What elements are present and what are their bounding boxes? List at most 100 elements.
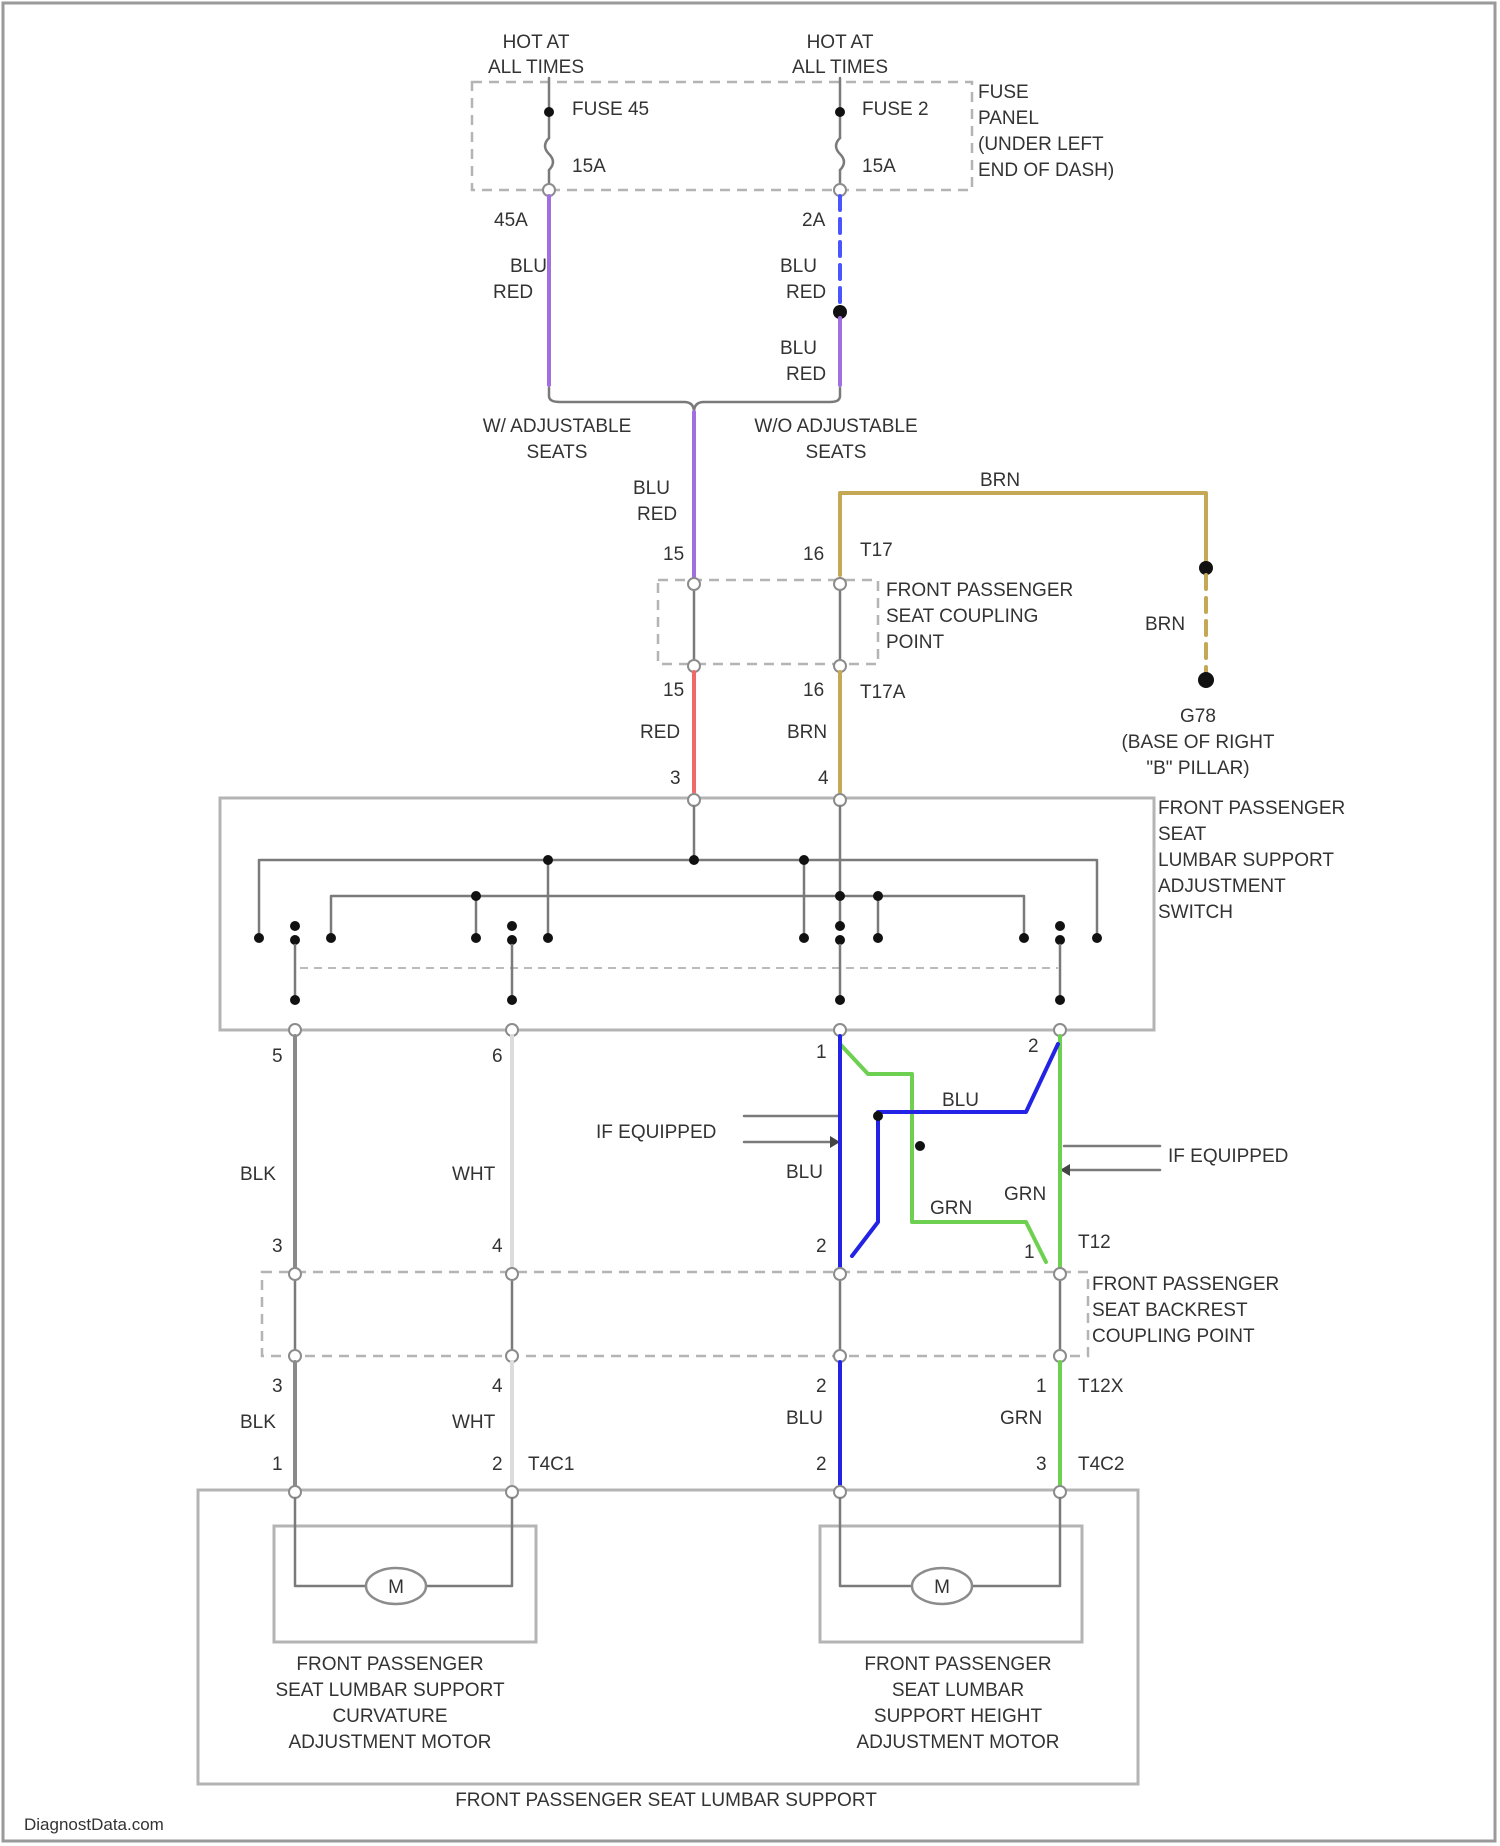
svg-text:LUMBAR SUPPORT: LUMBAR SUPPORT bbox=[1158, 850, 1334, 871]
svg-text:2: 2 bbox=[1028, 1036, 1039, 1057]
fuse2-rating: 15A bbox=[862, 156, 896, 177]
svg-text:PANEL: PANEL bbox=[978, 108, 1039, 129]
svg-text:ADJUSTMENT MOTOR: ADJUSTMENT MOTOR bbox=[288, 1732, 491, 1753]
svg-text:RED: RED bbox=[493, 282, 533, 303]
svg-text:BRN: BRN bbox=[787, 722, 827, 743]
svg-text:ADJUSTMENT: ADJUSTMENT bbox=[1158, 876, 1286, 897]
svg-text:4: 4 bbox=[492, 1236, 503, 1257]
svg-text:ALL TIMES: ALL TIMES bbox=[792, 57, 888, 78]
fuse45-input-dot bbox=[544, 107, 554, 117]
svg-text:"B" PILLAR): "B" PILLAR) bbox=[1146, 758, 1249, 779]
svg-text:WHT: WHT bbox=[452, 1164, 496, 1185]
fuse2-icon bbox=[836, 138, 844, 170]
watermark: DiagnostData.com bbox=[24, 1815, 164, 1834]
fuse45-label: FUSE 45 bbox=[572, 99, 649, 120]
svg-text:ADJUSTMENT MOTOR: ADJUSTMENT MOTOR bbox=[856, 1732, 1059, 1753]
svg-text:BLU: BLU bbox=[780, 338, 817, 359]
svg-text:3: 3 bbox=[272, 1236, 283, 1257]
svg-text:2: 2 bbox=[816, 1454, 827, 1475]
svg-text:BLK: BLK bbox=[240, 1164, 276, 1185]
svg-text:15: 15 bbox=[663, 544, 684, 565]
backrest-coupling-box bbox=[262, 1272, 1088, 1356]
svg-text:GRN: GRN bbox=[930, 1198, 972, 1219]
svg-text:FUSE: FUSE bbox=[978, 82, 1029, 103]
fuse2-label: FUSE 2 bbox=[862, 99, 929, 120]
svg-text:POINT: POINT bbox=[886, 632, 944, 653]
svg-text:FRONT PASSENGER: FRONT PASSENGER bbox=[864, 1654, 1051, 1675]
svg-text:BLU: BLU bbox=[780, 256, 817, 277]
motor-connector-right: T4C2 bbox=[1078, 1454, 1124, 1475]
svg-text:5: 5 bbox=[272, 1046, 283, 1067]
svg-text:END OF DASH): END OF DASH) bbox=[978, 160, 1114, 181]
motor-connector-left: T4C1 bbox=[528, 1454, 574, 1475]
svg-text:SUPPORT HEIGHT: SUPPORT HEIGHT bbox=[874, 1706, 1043, 1727]
lumbar-switch-box bbox=[220, 798, 1154, 1030]
svg-text:3: 3 bbox=[1036, 1454, 1047, 1475]
svg-text:BLU: BLU bbox=[510, 256, 547, 277]
svg-text:4: 4 bbox=[818, 768, 829, 789]
backrest-coupling-label: FRONT PASSENGER SEAT BACKREST COUPLING P… bbox=[1092, 1274, 1279, 1347]
svg-text:M: M bbox=[934, 1577, 950, 1598]
svg-text:2: 2 bbox=[492, 1454, 503, 1475]
svg-text:SEATS: SEATS bbox=[527, 442, 588, 463]
svg-text:16: 16 bbox=[803, 680, 824, 701]
ground-name: G78 bbox=[1180, 706, 1216, 727]
height-motor-label: FRONT PASSENGER SEAT LUMBAR SUPPORT HEIG… bbox=[856, 1654, 1059, 1753]
svg-text:1: 1 bbox=[272, 1454, 283, 1475]
svg-text:SEATS: SEATS bbox=[806, 442, 867, 463]
svg-text:2: 2 bbox=[816, 1236, 827, 1257]
coupling-connector-top: T17 bbox=[860, 540, 893, 561]
svg-text:W/ ADJUSTABLE: W/ ADJUSTABLE bbox=[483, 416, 632, 437]
lumbar-switch-label: FRONT PASSENGER SEAT LUMBAR SUPPORT ADJU… bbox=[1158, 798, 1345, 923]
page-border bbox=[3, 3, 1495, 1841]
without-adjustable-seats-label: W/O ADJUSTABLE SEATS bbox=[754, 416, 917, 463]
option-brace bbox=[549, 388, 840, 412]
svg-text:SWITCH: SWITCH bbox=[1158, 902, 1233, 923]
svg-text:4: 4 bbox=[492, 1376, 503, 1397]
svg-text:FRONT PASSENGER: FRONT PASSENGER bbox=[1158, 798, 1345, 819]
assembly-label: FRONT PASSENGER SEAT LUMBAR SUPPORT bbox=[455, 1790, 877, 1811]
switch-internals bbox=[254, 806, 1102, 1005]
hot-label-right: HOT AT ALL TIMES bbox=[792, 32, 888, 78]
svg-text:15: 15 bbox=[663, 680, 684, 701]
coupling-connector-bottom: T17A bbox=[860, 682, 906, 703]
if-equipped-label-left: IF EQUIPPED bbox=[596, 1122, 716, 1143]
if-equipped-label-right: IF EQUIPPED bbox=[1168, 1146, 1288, 1167]
svg-text:3: 3 bbox=[670, 768, 681, 789]
fuse45-icon bbox=[545, 138, 553, 170]
svg-text:GRN: GRN bbox=[1004, 1184, 1046, 1205]
svg-text:BRN: BRN bbox=[980, 470, 1020, 491]
svg-text:BRN: BRN bbox=[1145, 614, 1185, 635]
svg-text:SEAT LUMBAR SUPPORT: SEAT LUMBAR SUPPORT bbox=[275, 1680, 505, 1701]
fuse45-rating: 15A bbox=[572, 156, 606, 177]
svg-text:GRN: GRN bbox=[1000, 1408, 1042, 1429]
fuse-panel-label: FUSE PANEL (UNDER LEFT END OF DASH) bbox=[978, 82, 1114, 181]
svg-text:HOT AT: HOT AT bbox=[503, 32, 570, 53]
svg-text:6: 6 bbox=[492, 1046, 503, 1067]
svg-text:SEAT BACKREST: SEAT BACKREST bbox=[1092, 1300, 1248, 1321]
svg-text:SEAT LUMBAR: SEAT LUMBAR bbox=[892, 1680, 1024, 1701]
ground-point-g78 bbox=[1198, 672, 1214, 688]
svg-text:BLU: BLU bbox=[942, 1090, 979, 1111]
wire-brn-ground bbox=[840, 493, 1206, 575]
with-adjustable-seats-label: W/ ADJUSTABLE SEATS bbox=[483, 416, 632, 463]
svg-text:RED: RED bbox=[637, 504, 677, 525]
svg-text:W/O ADJUSTABLE: W/O ADJUSTABLE bbox=[754, 416, 917, 437]
svg-text:ALL TIMES: ALL TIMES bbox=[488, 57, 584, 78]
svg-text:16: 16 bbox=[803, 544, 824, 565]
svg-text:M: M bbox=[388, 1577, 404, 1598]
hot-label-left: HOT AT ALL TIMES bbox=[488, 32, 584, 78]
svg-text:BLU: BLU bbox=[786, 1162, 823, 1183]
svg-text:RED: RED bbox=[640, 722, 680, 743]
svg-text:2: 2 bbox=[816, 1376, 827, 1397]
svg-text:CURVATURE: CURVATURE bbox=[332, 1706, 447, 1727]
backrest-connector-bottom: T12X bbox=[1078, 1376, 1124, 1397]
svg-text:1: 1 bbox=[1036, 1376, 1047, 1397]
svg-text:FRONT PASSENGER: FRONT PASSENGER bbox=[1092, 1274, 1279, 1295]
svg-text:FRONT PASSENGER: FRONT PASSENGER bbox=[296, 1654, 483, 1675]
svg-text:SEAT COUPLING: SEAT COUPLING bbox=[886, 606, 1038, 627]
pin-2a: 2A bbox=[802, 210, 826, 231]
svg-text:BLU: BLU bbox=[786, 1408, 823, 1429]
